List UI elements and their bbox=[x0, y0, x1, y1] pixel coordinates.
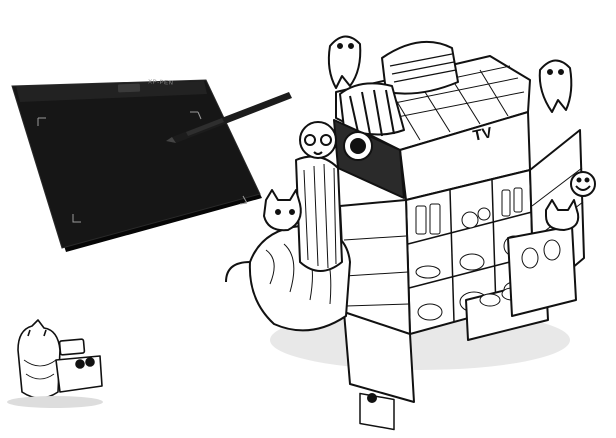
tablet-top-strip bbox=[16, 81, 207, 102]
creature-trunk bbox=[225, 261, 251, 283]
tablet-surface bbox=[11, 79, 261, 249]
door-picture bbox=[359, 392, 395, 431]
sketch-shadow bbox=[7, 396, 103, 408]
bottom-door bbox=[343, 311, 415, 403]
stylus-pen bbox=[166, 92, 292, 143]
character-head bbox=[299, 121, 337, 159]
smiley-face bbox=[570, 171, 596, 197]
small-cat bbox=[263, 189, 302, 232]
ghost-left bbox=[327, 35, 362, 89]
cat-peeking bbox=[545, 199, 580, 231]
active-area-corners bbox=[37, 111, 248, 223]
status-light bbox=[117, 83, 141, 93]
sketch-cat-body bbox=[17, 319, 61, 399]
